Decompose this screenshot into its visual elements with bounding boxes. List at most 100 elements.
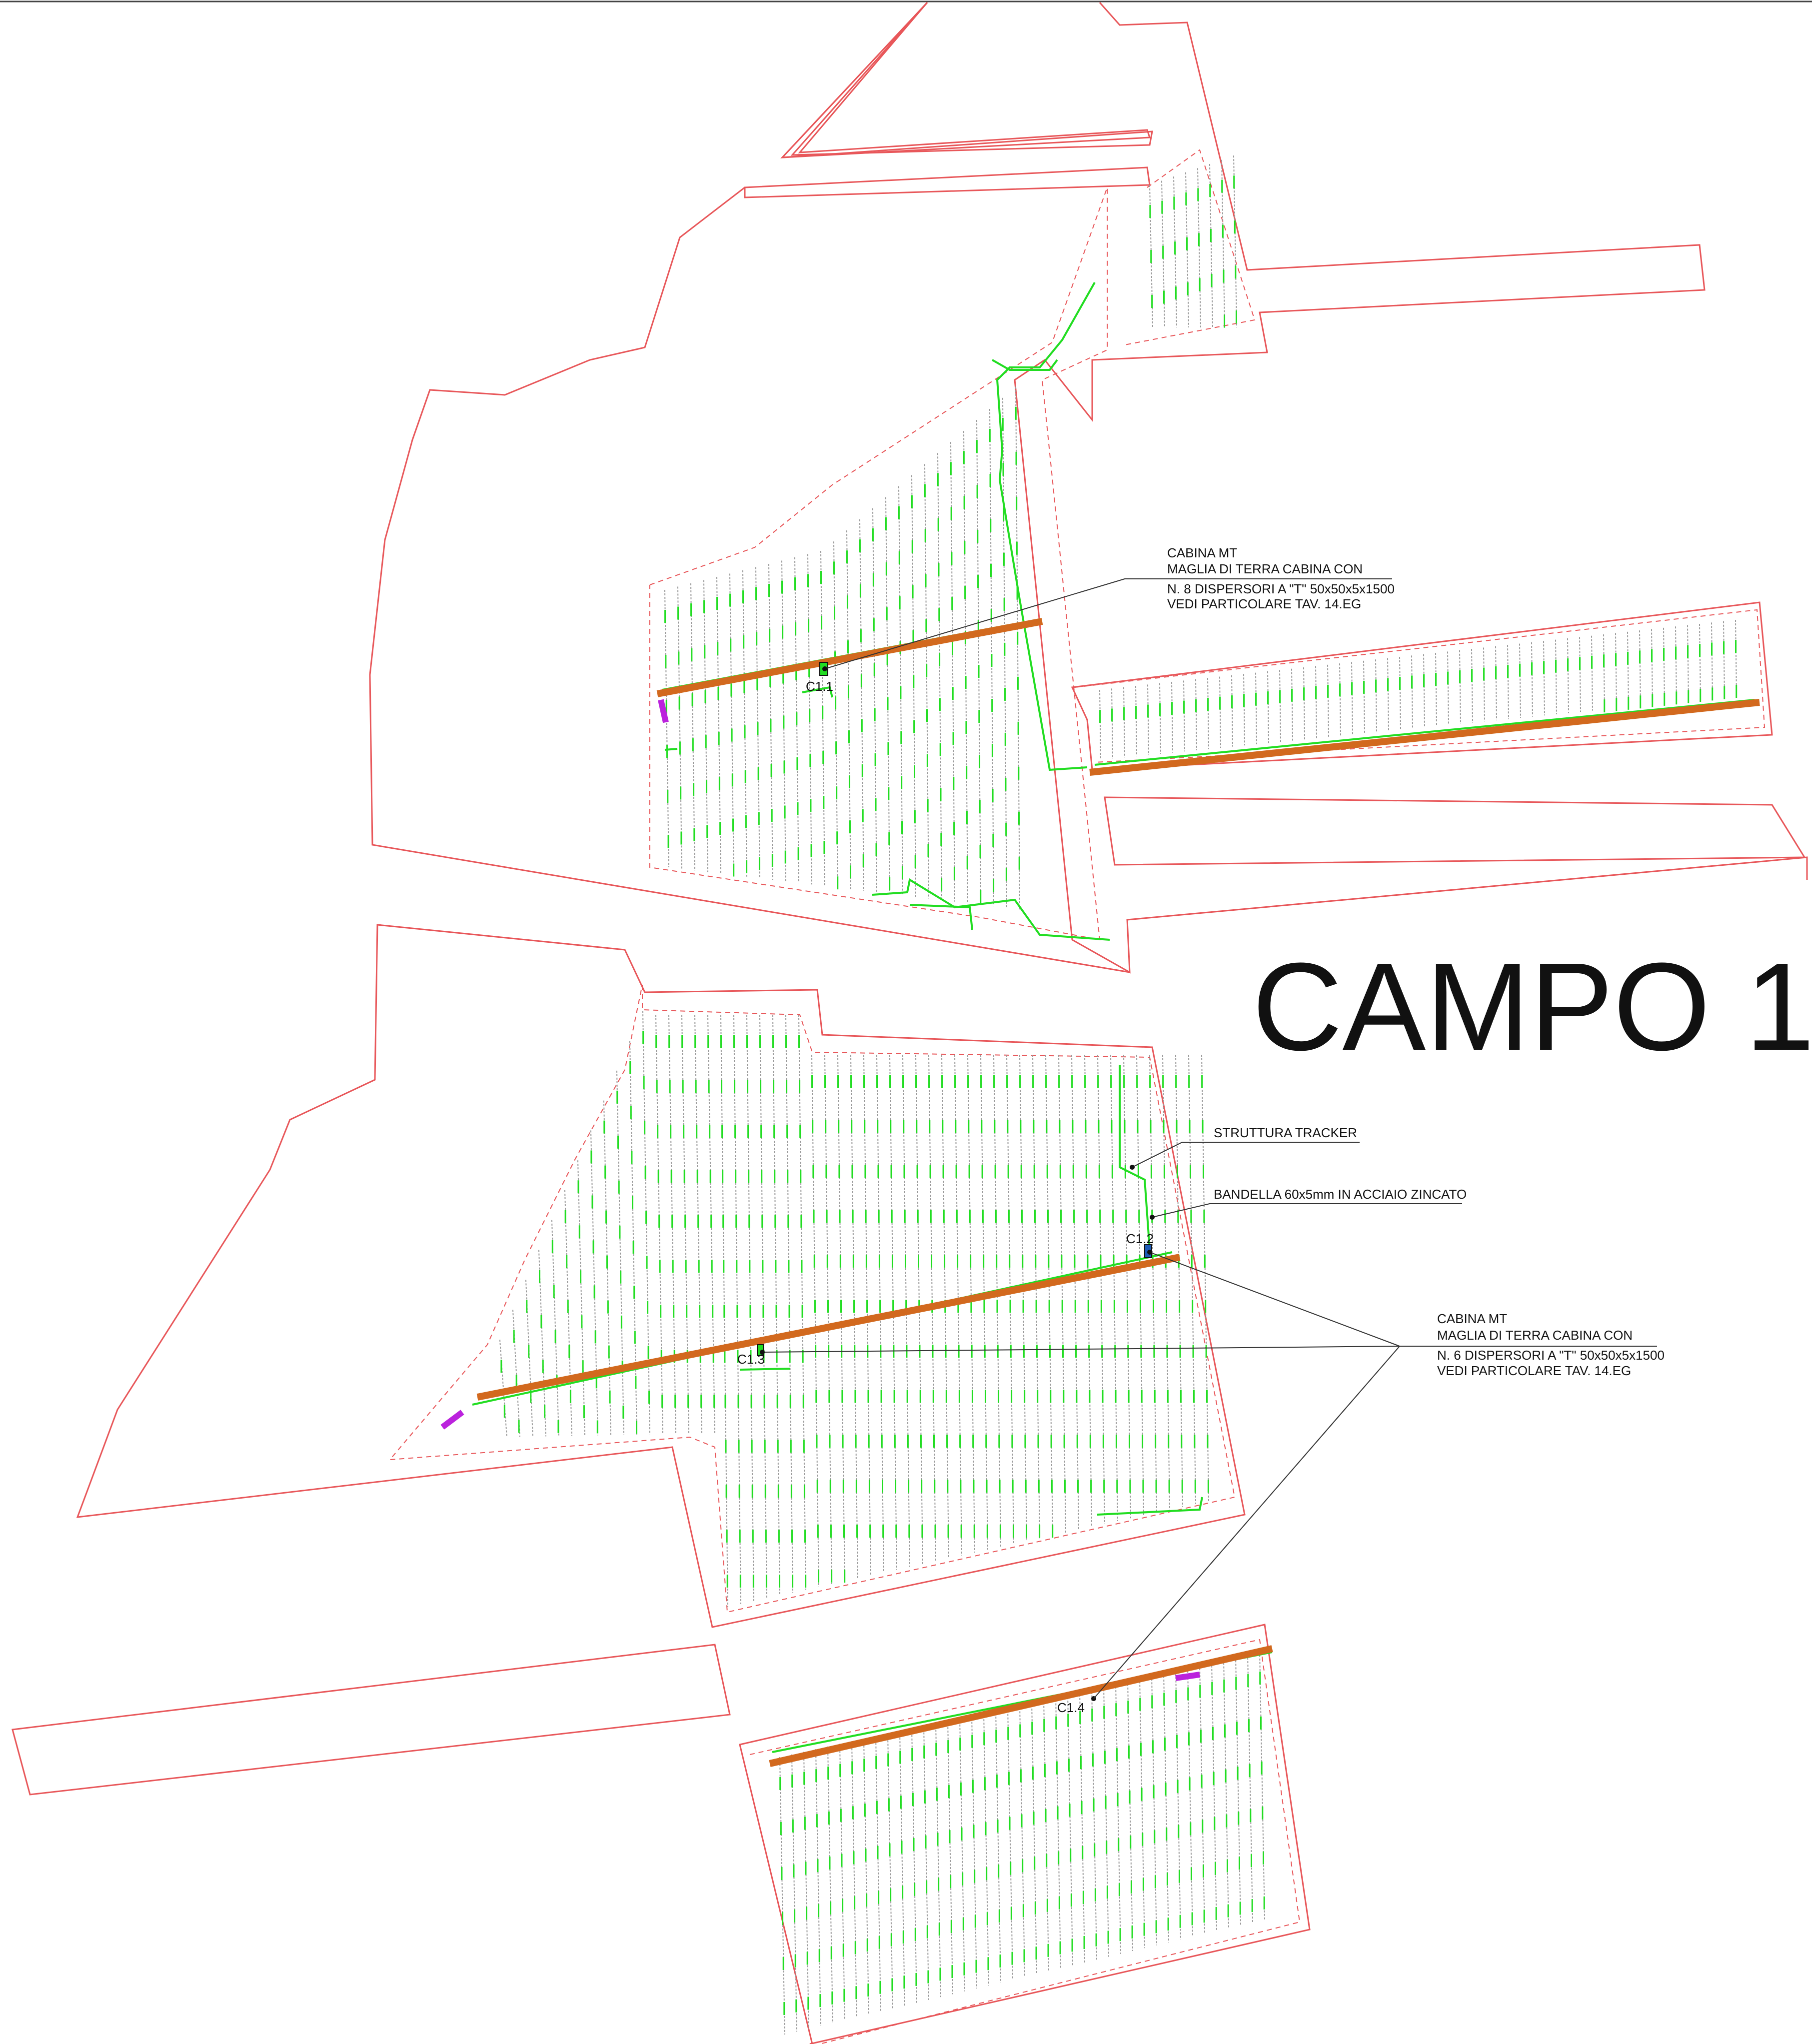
middle-field-row xyxy=(1162,1054,1170,1510)
south-field-row xyxy=(779,1757,785,2035)
south-field-row xyxy=(875,1736,881,2012)
middle-field-row xyxy=(1019,1054,1027,1542)
east-strip-row xyxy=(1303,667,1305,740)
note6-line1: CABINA MT xyxy=(1437,1311,1507,1326)
boundary-top-left-strip xyxy=(780,1,1151,158)
note-tracker: STRUTTURA TRACKER xyxy=(1214,1125,1357,1140)
east-strip-row xyxy=(1387,658,1389,731)
middle-field-row xyxy=(837,1054,845,1582)
east-strip-row xyxy=(1219,676,1221,748)
east-strip-row xyxy=(1591,635,1593,711)
north-field-row xyxy=(742,570,747,877)
east-strip-row xyxy=(1363,660,1365,734)
east-strip-row xyxy=(1567,638,1569,713)
east-strip-row xyxy=(1159,683,1161,754)
gate-markers xyxy=(440,699,1200,1681)
boundary-middle-field xyxy=(76,924,1246,1628)
middle-field-row xyxy=(850,1054,858,1579)
south-field-row xyxy=(1175,1670,1181,1940)
east-strip-row xyxy=(1507,645,1509,719)
middle-field-row xyxy=(499,1339,507,1438)
south-field-row xyxy=(1043,1699,1049,1972)
road-south xyxy=(769,1645,1273,1767)
north-field-row xyxy=(846,530,851,889)
leader-dot-c11 xyxy=(822,666,827,671)
south-field-row xyxy=(887,1733,893,2009)
fence-middle xyxy=(388,984,1236,1613)
note8-line4: VEDI PARTICOLARE TAV. 14.EG xyxy=(1167,596,1361,611)
earthing-north-branch xyxy=(992,359,1058,371)
south-field-row xyxy=(1067,1694,1073,1966)
east-strip-row xyxy=(1147,684,1149,755)
note6-line4: VEDI PARTICOLARE TAV. 14.EG xyxy=(1437,1363,1631,1378)
south-field-row xyxy=(863,1739,869,2015)
middle-field-row xyxy=(590,1130,598,1436)
leader-tracker xyxy=(1132,1142,1360,1168)
south-field-row xyxy=(1139,1678,1145,1949)
middle-field-row xyxy=(1006,1054,1014,1544)
boundary-top-triangle xyxy=(780,1,1153,158)
south-field-row xyxy=(1007,1707,1013,1980)
east-strip-row xyxy=(1663,627,1665,704)
east-strip-row xyxy=(1351,662,1353,735)
east-strip-row xyxy=(1207,678,1209,749)
gate-south xyxy=(1175,1672,1200,1681)
north-field-row xyxy=(885,497,890,894)
tracker-rows xyxy=(499,155,1737,2035)
earthing-c11-stub xyxy=(802,686,833,698)
east-strip-row xyxy=(1687,625,1689,701)
east-strip-row xyxy=(1375,659,1377,732)
east-strip-row xyxy=(1195,679,1197,750)
middle-field-row xyxy=(798,1014,806,1590)
east-strip-row xyxy=(1579,637,1581,712)
south-field-row xyxy=(803,1752,809,2029)
note8-line1: CABINA MT xyxy=(1167,545,1237,560)
fence-south xyxy=(749,1639,1301,2044)
south-field-row xyxy=(1055,1696,1061,1969)
earthing-middle-bottom xyxy=(1097,1497,1203,1516)
boundary-north-lower-left xyxy=(369,186,1130,973)
east-strip-row xyxy=(1279,670,1281,742)
boundary-north-field xyxy=(1014,2,1808,974)
leader-dot-c12 xyxy=(1147,1250,1152,1255)
east-strip-row xyxy=(1255,672,1257,744)
south-field-row xyxy=(1199,1665,1205,1934)
north-field-row xyxy=(781,560,786,882)
east-strip-row xyxy=(1639,630,1641,706)
leader-lines xyxy=(762,578,1657,1699)
middle-field-row xyxy=(863,1054,871,1576)
earthing-middle-trunk xyxy=(1119,1065,1151,1250)
drawing-title: CAMPO 1 xyxy=(1252,937,1812,1076)
east-strip-row xyxy=(1099,689,1101,760)
south-field-row xyxy=(1127,1680,1133,1951)
north-field-row xyxy=(963,431,968,903)
south-field-row xyxy=(1259,1651,1265,1920)
south-field-row xyxy=(899,1731,905,2006)
south-field-row xyxy=(935,1723,941,1998)
fence-north-main xyxy=(649,187,1108,941)
east-strip-row xyxy=(1459,650,1461,724)
earthing-north-bottom xyxy=(872,878,1110,941)
east-strip-row xyxy=(1447,651,1449,725)
east-strip-row xyxy=(1699,623,1701,700)
middle-field-row xyxy=(1058,1054,1066,1533)
boundary-south-field xyxy=(739,1624,1311,2044)
east-strip-row xyxy=(1183,680,1185,752)
east-strip-row xyxy=(1267,671,1269,743)
note8-line3: N. 8 DISPERSORI A "T" 50x50x5x1500 xyxy=(1167,581,1395,596)
middle-field-row xyxy=(1032,1054,1040,1539)
east-strip-row xyxy=(1327,664,1329,737)
east-strip-row xyxy=(1519,643,1521,718)
east-strip-row xyxy=(1723,621,1725,698)
cabins: C1.1 C1.2 C1.3 C1.4 xyxy=(737,662,1154,1715)
north-field-row xyxy=(703,580,708,872)
east-strip-row xyxy=(1471,649,1473,723)
south-field-row xyxy=(971,1715,977,1989)
boundary-south-strip-left xyxy=(11,1644,731,1796)
east-strip-row xyxy=(1603,634,1605,710)
south-field-row xyxy=(983,1712,989,1986)
middle-field-row xyxy=(1071,1054,1079,1530)
south-field-row xyxy=(1187,1667,1193,1937)
middle-field-row xyxy=(616,1070,624,1435)
cabin-label-c11: C1.1 xyxy=(806,679,833,694)
